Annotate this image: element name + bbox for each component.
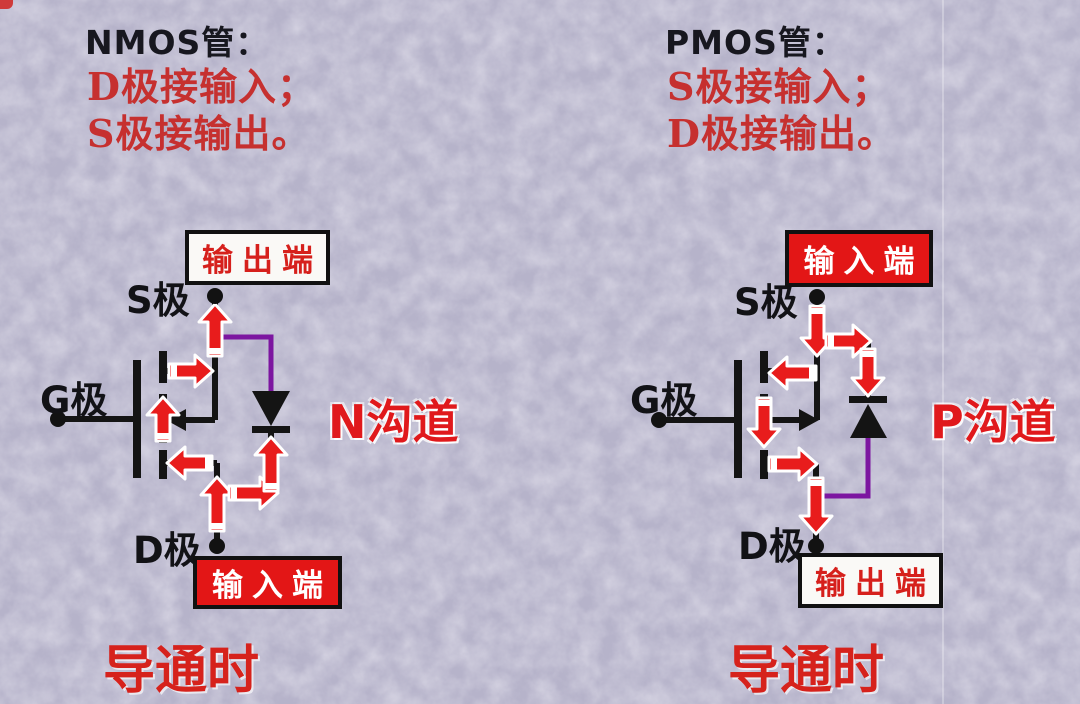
gate-bar — [734, 360, 742, 478]
pmos-state-label: 导通时 — [728, 640, 885, 701]
pmos-gate-dot — [651, 412, 667, 428]
nmos-body-arrow-icon — [166, 409, 186, 431]
pmos-channel-label: P沟道 — [930, 395, 1056, 449]
nmos-current-arrows — [145, 302, 289, 533]
nmos-purple-link — [217, 334, 274, 391]
nmos-channel-label: N沟道 — [328, 395, 459, 449]
pmos-drain-label: D极 — [738, 525, 806, 568]
nmos-output-terminal-box: 输出端 — [185, 230, 330, 285]
nmos-input-terminal-box: 输入端 — [193, 556, 342, 609]
nmos-gate-dot — [50, 411, 66, 427]
pmos-rule-output: D极接输出。 — [667, 111, 896, 156]
arrow-left-icon — [767, 355, 818, 391]
pmos-body-arrow-icon — [799, 409, 819, 431]
pmos-input-terminal-box: 输入端 — [785, 230, 933, 287]
nmos-drain-label: D极 — [133, 529, 201, 572]
pmos-arrow-notches — [756, 308, 876, 486]
nmos-source-dot — [207, 288, 223, 304]
nmos-circuit — [50, 288, 290, 554]
nmos-gate-label: G极 — [40, 379, 108, 422]
vertical-artifact-line — [942, 0, 944, 704]
nmos-rule-input: D极接输入； — [87, 64, 316, 109]
pmos-terminal-dots — [651, 289, 825, 554]
nmos-body-diode-icon — [252, 391, 290, 433]
pmos-drain-dot — [808, 538, 824, 554]
pmos-purple-link — [818, 438, 871, 499]
pmos-rule-input: S极接输入； — [667, 64, 891, 109]
pmos-gate-label: G极 — [630, 379, 698, 422]
nmos-arrow-notches — [155, 348, 279, 529]
corner-red-mark — [0, 0, 13, 9]
pmos-body-diode-icon — [849, 396, 887, 438]
gate-bar — [133, 360, 141, 478]
nmos-drain-dot — [209, 538, 225, 554]
pmos-title: PMOS管： — [665, 23, 846, 62]
nmos-title: NMOS管： — [85, 23, 270, 62]
nmos-state-label: 导通时 — [103, 640, 260, 701]
pmos-source-label: S极 — [734, 281, 798, 324]
nmos-rule-output: S极接输出。 — [87, 111, 311, 156]
nmos-terminal-dots — [50, 288, 225, 554]
pmos-circuit — [651, 289, 887, 554]
pmos-output-terminal-box: 输出端 — [798, 553, 943, 608]
pmos-source-dot — [809, 289, 825, 305]
nmos-source-label: S极 — [126, 279, 190, 322]
